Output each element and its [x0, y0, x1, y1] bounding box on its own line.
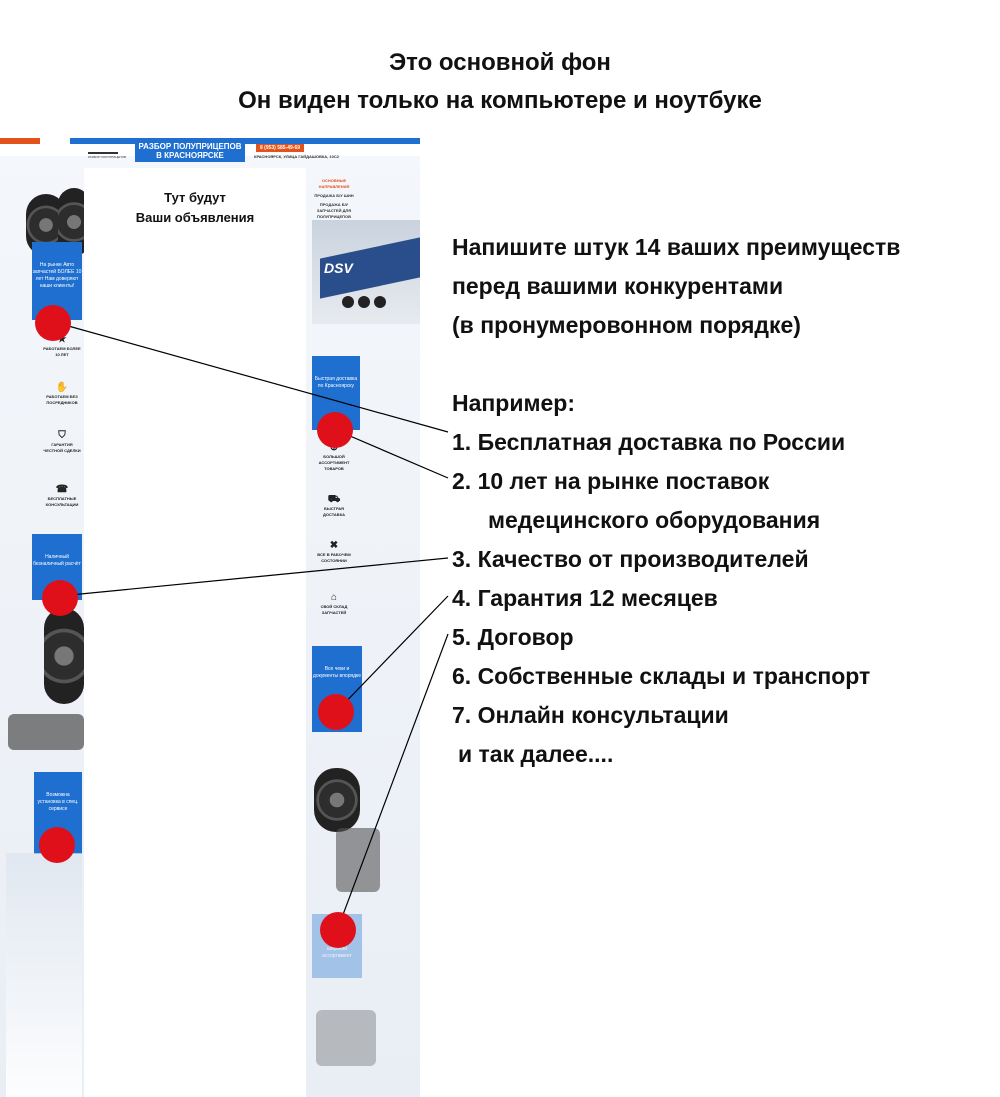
example-item-4: 4. Гарантия 12 месяцев: [452, 585, 718, 611]
example-item-1: 1. Бесплатная доставка по России: [452, 429, 846, 455]
marker-dot: [39, 827, 75, 863]
truck-image: DSV: [312, 220, 420, 324]
ads-column: Тут будут Ваши объявления: [84, 168, 306, 1097]
menu-item[interactable]: ПРОДАЖА Б/У ШИН: [314, 193, 354, 198]
left-advantage-3: ⛉ ГАРАНТИЯ ЧЕСТНОЙ СДЕЛКИ: [43, 430, 81, 453]
marker-dot: [42, 580, 78, 616]
example-item-5: 5. Договор: [452, 624, 574, 650]
left-advantage-2: ✋ РАБОТАЕМ БЕЗ ПОСРЕДНИКОВ: [42, 382, 82, 406]
instruction-line-1: Напишите штук 14 ваших преимуществ: [452, 234, 901, 260]
logo: РАЗБОР ПОЛУПРИЦЕПОВ: [88, 144, 126, 159]
instruction-line-2: перед вашими конкурентами: [452, 273, 784, 299]
example-item-2-continued: медецинского оборудования: [488, 507, 821, 533]
marker-dot: [318, 694, 354, 730]
heading-line-2: Он виден только на компьютере и ноутбуке: [238, 87, 762, 114]
shield-icon: ⛉: [58, 430, 66, 441]
right-advantage-4: ⌂ СВОЙ СКЛАД ЗАПЧАСТЕЙ: [314, 592, 354, 616]
ads-placeholder-line-2: Ваши объявления: [135, 210, 255, 225]
phone-number[interactable]: 8 (953) 585-49-69: [256, 144, 305, 152]
website-mockup: РАЗБОР ПОЛУПРИЦЕПОВ РАЗБОР ПОЛУПРИЦЕПОВ …: [0, 138, 420, 1097]
marker-dot: [317, 412, 353, 448]
instruction-line-3: (в пронумеровонном порядке): [452, 312, 801, 338]
warehouse-icon: ⌂: [330, 592, 338, 603]
right-advantage-2: ⛟ БЫСТРАЯ ДОСТАВКА: [314, 494, 354, 518]
marker-dot: [35, 305, 71, 341]
parts-image-faded: [6, 853, 82, 1097]
menu-item[interactable]: ПРОДАЖА Б/У ЗАПЧАСТЕЙ ДЛЯ ПОЛУПРИЦЕПОВ: [316, 202, 352, 219]
axle-image: [8, 714, 84, 750]
site-title: РАЗБОР ПОЛУПРИЦЕПОВ В КРАСНОЯРСКЕ: [135, 140, 245, 162]
marker-dot: [320, 912, 356, 948]
suspension-image: [316, 1010, 376, 1066]
address: КРАСНОЯРСК, УЛИЦА ГАЙДАШОВКА, 10С2: [254, 154, 339, 159]
ads-placeholder-line-1: Тут будут: [164, 190, 226, 205]
example-item-2: 2. 10 лет на рынке поставок: [452, 468, 770, 494]
example-item-6: 6. Собственные склады и транспорт: [452, 663, 871, 689]
truck-icon: ⛟: [327, 494, 341, 505]
heading-line-1: Это основной фон: [389, 49, 611, 76]
right-advantage-3: ✖ ВСЕ В РАБОЧЕМ СОСТОЯНИИ: [314, 540, 354, 564]
tire-image: [44, 608, 84, 704]
left-advantage-4: ☎ БЕСПЛАТНЫЕ КОНСУЛЬТАЦИИ: [42, 484, 82, 508]
example-item-7: 7. Онлайн консультации: [452, 702, 729, 728]
headset-icon: ☎: [55, 484, 69, 495]
handshake-icon: ✋: [55, 382, 69, 393]
tools-icon: ✖: [329, 540, 339, 551]
brake-drum-image: [314, 768, 360, 832]
hub-image: [336, 828, 380, 892]
example-label: Например:: [452, 390, 575, 416]
example-item-3: 3. Качество от производителей: [452, 546, 809, 572]
etc-line: и так далее....: [458, 741, 614, 767]
